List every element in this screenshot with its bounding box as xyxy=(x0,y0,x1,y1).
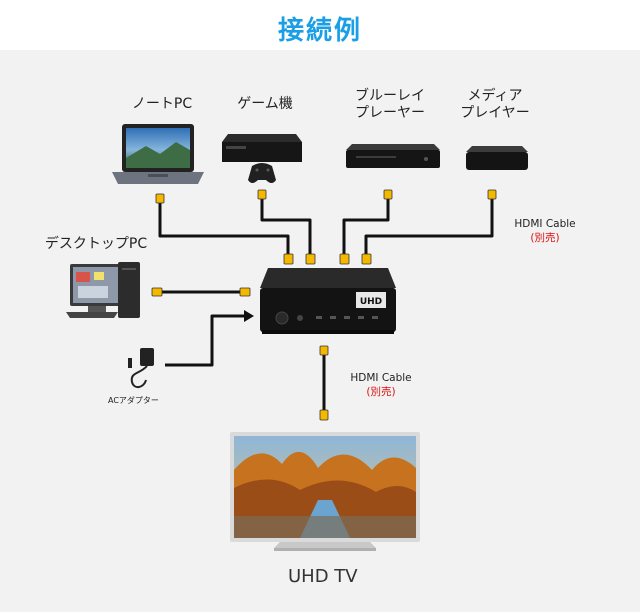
media-player-label: メディア プレイヤー xyxy=(460,88,530,121)
bluray-player-icon xyxy=(346,144,440,168)
game-console-label: ゲーム機 xyxy=(237,96,293,112)
media-player-icon xyxy=(466,146,528,170)
hdmi-cables xyxy=(158,196,494,414)
uhd-tv-icon xyxy=(230,432,420,551)
title-band xyxy=(0,0,640,50)
hdmi-switch-device: UHD xyxy=(260,268,396,334)
hdmi-cable-note: (別売) xyxy=(530,232,560,244)
game-console-icon xyxy=(222,134,302,183)
desktop-pc-icon xyxy=(66,262,140,318)
hdmi-cable-name: HDMI Cable xyxy=(514,218,576,230)
hdmi-cable-name: HDMI Cable xyxy=(350,372,412,384)
cable-game xyxy=(260,196,312,258)
desktop-pc-label: デスクトップPC xyxy=(44,236,148,252)
cable-media xyxy=(364,196,494,258)
hdmi-cable-caption-bottom: HDMI Cable (別売) xyxy=(336,371,426,399)
laptop-icon xyxy=(112,124,204,184)
bluray-player-label: ブルーレイ プレーヤー xyxy=(355,88,425,121)
hdmi-cable-note: (別売) xyxy=(366,386,396,398)
tv-label: UHD TV xyxy=(288,566,358,587)
hdmi-cable-caption-top: HDMI Cable (別売) xyxy=(500,217,590,245)
cable-bluray xyxy=(342,196,390,258)
ac-adapter-icon xyxy=(128,348,154,388)
laptop-label: ノートPC xyxy=(131,96,193,112)
ac-adapter-label: ACアダプター xyxy=(108,396,159,405)
switch-brand-logo: UHD xyxy=(360,297,382,307)
hdmi-connectors xyxy=(151,189,497,421)
cable-laptop xyxy=(158,198,290,258)
arrow-head-icon xyxy=(244,310,254,322)
cable-ac xyxy=(165,314,248,367)
page-title: 接続例 xyxy=(277,16,362,46)
